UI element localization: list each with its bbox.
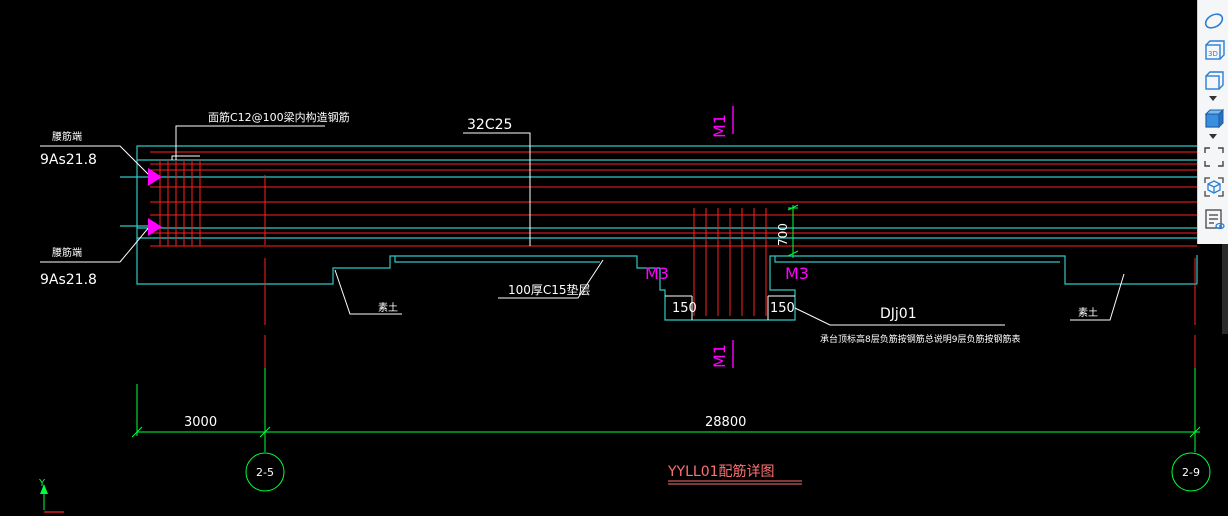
dim-left: 3000 [184,415,217,430]
pit-dim-right: 150 [770,301,795,316]
left-label-bottom: 腰筋端 [52,246,82,259]
grid-and-dimensions [43,204,1211,510]
rebar-end-markers [148,168,162,236]
shaded-box-icon[interactable] [1201,106,1227,132]
cushion-note: 100厚C15垫层 [508,282,591,297]
column-rebar [264,175,1196,370]
title-underline [668,480,802,485]
svg-text:3D: 3D [1208,50,1218,58]
view-cube-icon[interactable] [1201,68,1227,94]
3d-view-icon[interactable]: 3D [1201,38,1227,64]
left-rebar-bottom: 9As21.8 [40,272,97,288]
leader-lines [40,125,1125,326]
section-m3-left: M3 [645,264,669,283]
orbit-icon[interactable] [1201,8,1227,34]
canvas-scrollbar[interactable] [1222,244,1228,334]
axis-label-left: 2-5 [256,466,274,479]
main-rebar-label: 32C25 [467,117,512,133]
left-label-top: 腰筋端 [52,130,82,143]
rebar-callout-label: 面筋C12@100梁内构造钢筋 [208,110,350,124]
ucs-y-label: Y [38,478,46,489]
stirrup-rebar-left [159,160,201,246]
zoom-extents-icon[interactable] [1201,144,1227,170]
beam-outline [120,145,1198,321]
section-m3-right: M3 [785,264,809,283]
stirrup-rebar-pit [693,208,767,316]
section-m1-top: M1 [710,114,729,138]
drawing-title: YYLL01配筋详图 [667,463,775,480]
soil-label-right: 素土 [1078,306,1098,319]
longitudinal-rebar [150,151,1197,247]
axis-bubble-right [1171,452,1211,492]
foundation-note: 承台顶标高8层负筋按钢筋总说明9层负筋按钢筋表 [820,333,1020,345]
pit-dim-left: 150 [672,301,697,316]
ucs-y-arrow [40,484,48,494]
section-m1-bottom: M1 [710,344,729,368]
foundation-id: DJj01 [880,306,917,322]
properties-panel-icon[interactable] [1201,206,1227,232]
view-toolbar: 3D [1197,0,1228,244]
depth-dimension: 700 [776,223,790,246]
chevron-down-icon[interactable] [1206,133,1220,141]
axis-label-right: 2-9 [1182,466,1200,479]
left-rebar-top: 9As21.8 [40,152,97,168]
axis-bubble-left [245,452,285,492]
soil-label-left: 素土 [378,301,398,314]
dim-main: 28800 [705,415,746,430]
isometric-cube-icon[interactable] [1201,174,1227,200]
chevron-down-icon[interactable] [1206,95,1220,103]
